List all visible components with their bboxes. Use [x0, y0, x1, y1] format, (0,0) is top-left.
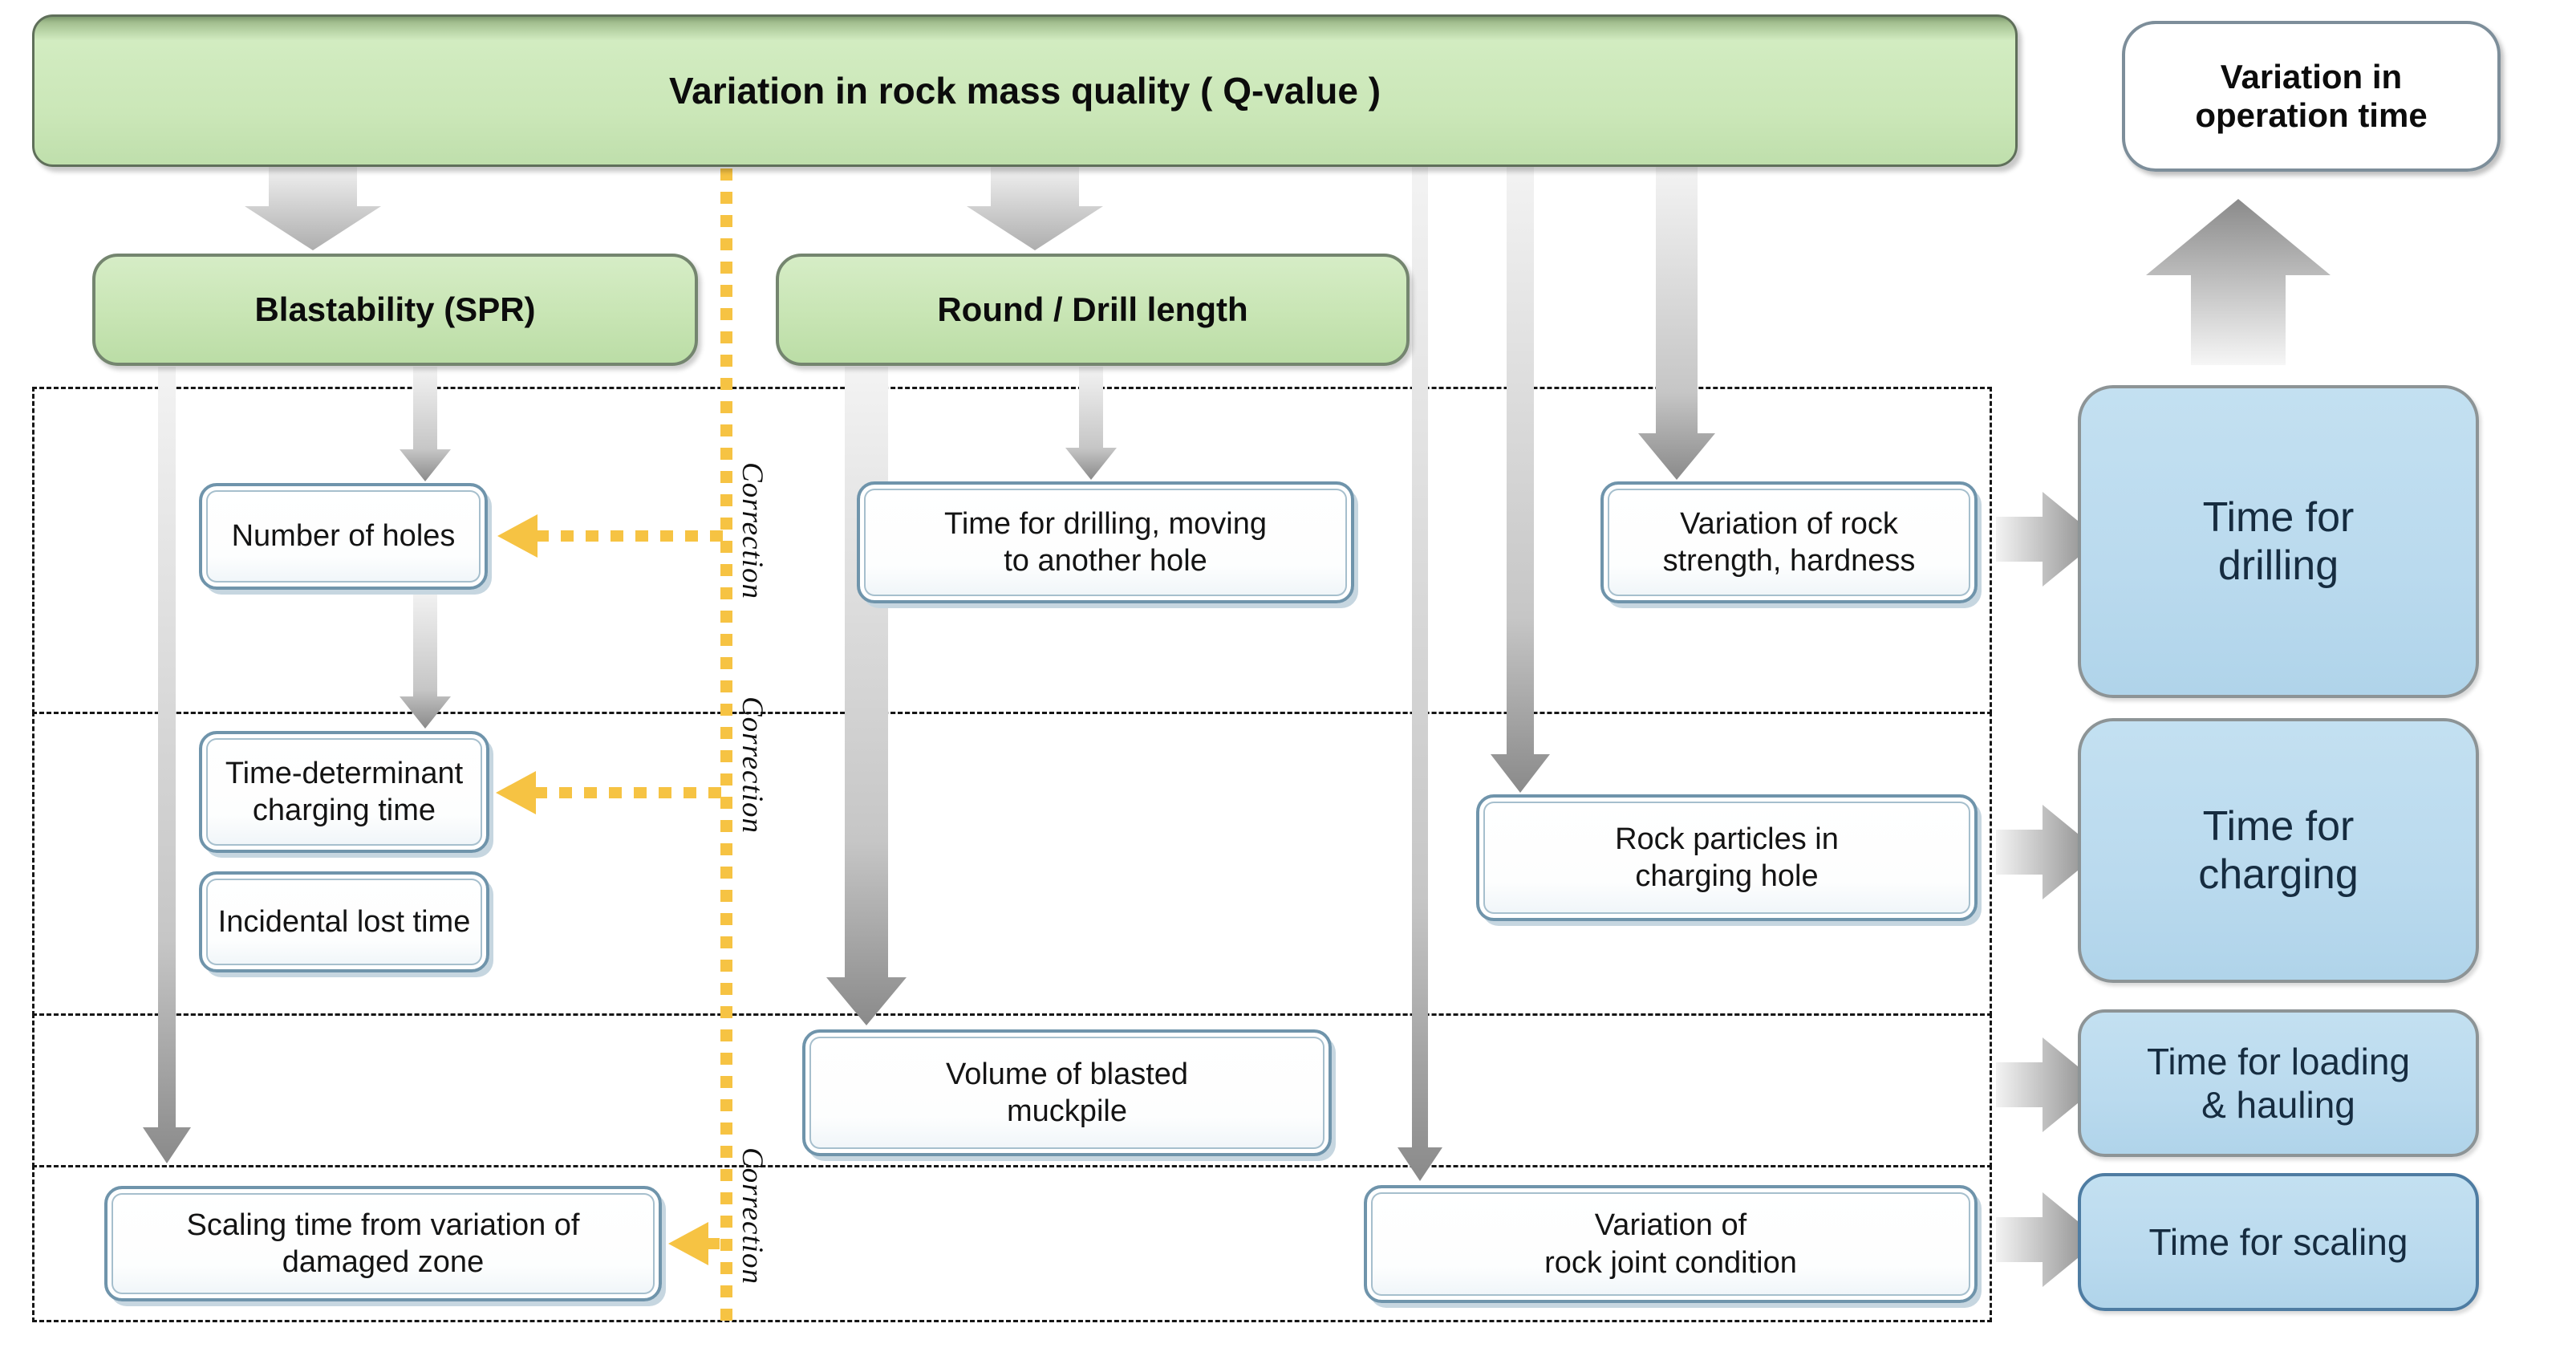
box-volume-muckpile: Volume of blasted muckpile	[802, 1029, 1332, 1156]
box-blastability: Blastability (SPR)	[92, 254, 698, 366]
correction-arrow-head-2	[496, 771, 536, 814]
arrow-banner-to-blastability	[245, 166, 381, 250]
correction-label-1: Correction	[736, 462, 769, 600]
correction-arrow-head-1	[497, 514, 538, 558]
box-rock-joint-condition: Variation of rock joint condition	[1364, 1185, 1978, 1303]
volume-muckpile-label: Volume of blasted muckpile	[945, 1057, 1189, 1128]
banner-rock-mass-quality: Variation in rock mass quality ( Q-value…	[32, 14, 2018, 167]
dashed-row-scaling	[32, 1165, 1992, 1322]
banner-label: Variation in rock mass quality ( Q-value…	[668, 70, 1381, 112]
round-drill-label: Round / Drill length	[937, 290, 1248, 328]
correction-arrow-head-3	[668, 1222, 708, 1265]
box-time-for-scaling: Time for scaling	[2078, 1173, 2479, 1311]
rock-joint-label: Variation of rock joint condition	[1544, 1208, 1797, 1280]
box-variation-operation-time: Variation in operation time	[2122, 21, 2501, 172]
box-rock-strength: Variation of rock strength, hardness	[1600, 481, 1978, 603]
box-time-for-charging: Time for charging	[2078, 718, 2479, 983]
box-time-for-drilling: Time for drilling	[2078, 385, 2479, 698]
scaling-time-label: Scaling time from variation of damaged z…	[186, 1208, 580, 1279]
time-for-charging-label: Time for charging	[2198, 803, 2359, 898]
blastability-label: Blastability (SPR)	[254, 290, 536, 328]
correction-dotted-line	[720, 168, 732, 1325]
correction-arrow-tail-2	[534, 787, 726, 798]
box-rock-particles: Rock particles in charging hole	[1476, 794, 1978, 921]
time-for-scaling-label: Time for scaling	[2148, 1221, 2408, 1263]
incidental-lost-time-label: Incidental lost time	[217, 904, 471, 939]
box-number-of-holes: Number of holes	[199, 483, 488, 590]
box-time-for-loading: Time for loading & hauling	[2078, 1009, 2479, 1157]
box-incidental-lost-time: Incidental lost time	[199, 871, 489, 972]
box-time-determinant-charging: Time-determinant charging time	[199, 731, 489, 853]
time-determinant-label: Time-determinant charging time	[225, 756, 464, 827]
rock-particles-label: Rock particles in charging hole	[1615, 822, 1839, 893]
box-scaling-time: Scaling time from variation of damaged z…	[104, 1186, 662, 1301]
correction-label-3: Correction	[736, 1147, 769, 1285]
correction-arrow-tail-3	[707, 1238, 726, 1249]
operation-time-label: Variation in operation time	[2195, 58, 2428, 134]
time-for-loading-label: Time for loading & hauling	[2146, 1041, 2411, 1126]
arrow-banner-to-round	[967, 166, 1103, 250]
rock-strength-label: Variation of rock strength, hardness	[1662, 506, 1916, 578]
arrow-drilling-to-operation-time	[2146, 199, 2331, 365]
correction-arrow-tail-1	[536, 530, 726, 542]
number-of-holes-label: Number of holes	[231, 519, 456, 554]
time-for-drilling-label: Time for drilling	[2202, 494, 2355, 589]
box-time-drilling-moving: Time for drilling, moving to another hol…	[857, 481, 1354, 603]
time-drilling-moving-label: Time for drilling, moving to another hol…	[944, 506, 1267, 578]
correction-label-2: Correction	[736, 696, 769, 834]
box-round-drill-length: Round / Drill length	[776, 254, 1410, 366]
